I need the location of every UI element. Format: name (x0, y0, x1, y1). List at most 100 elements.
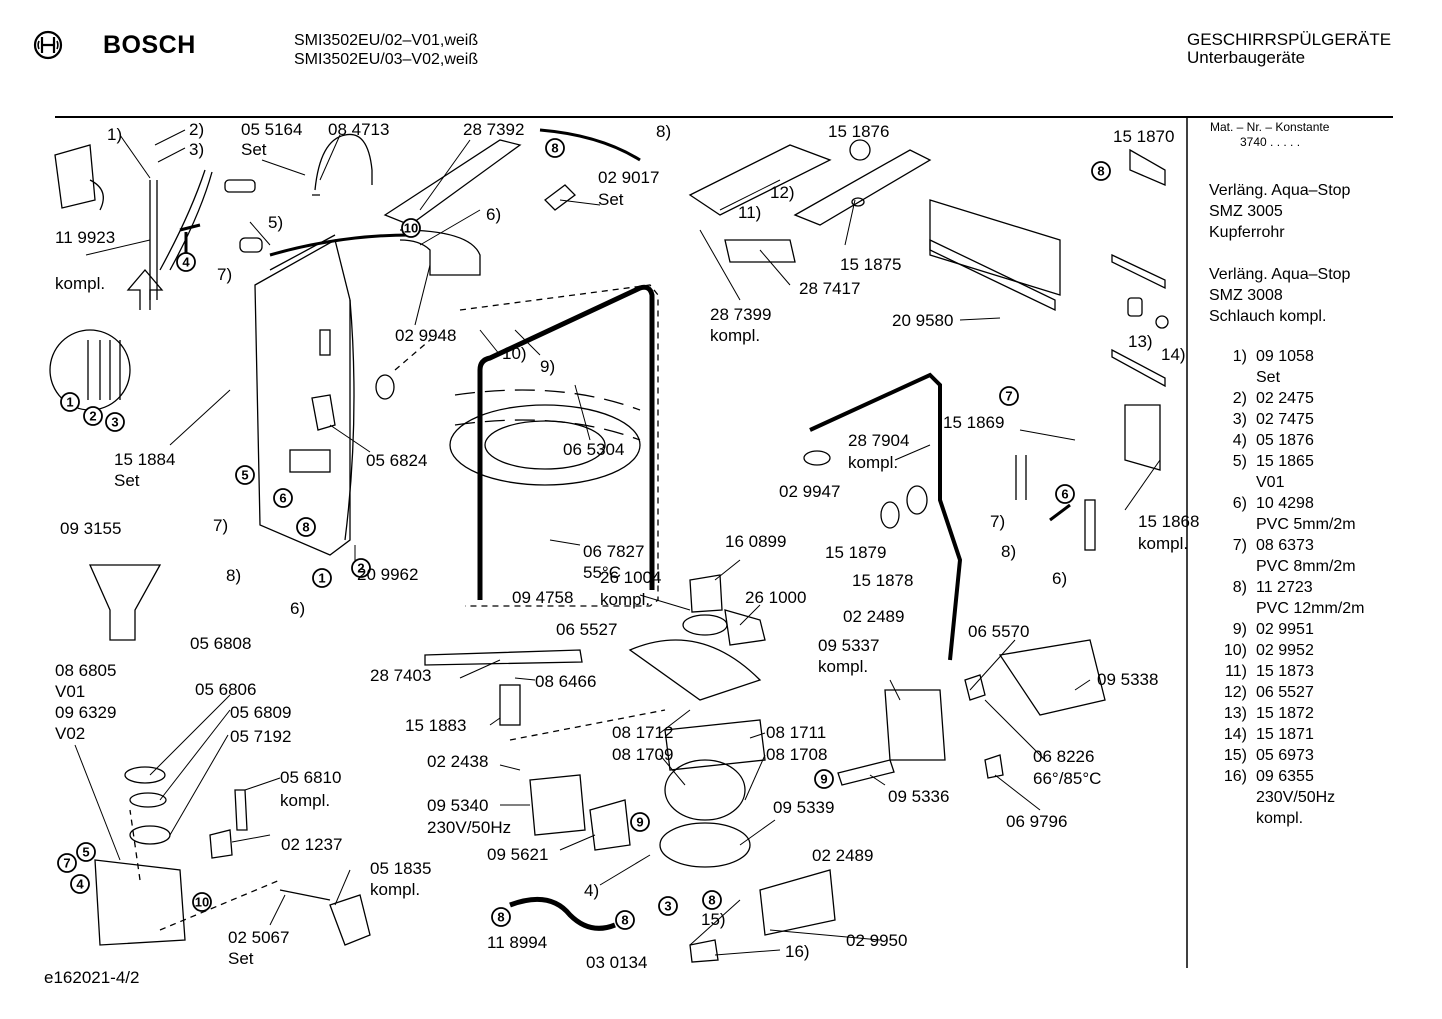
leader (74, 744, 121, 861)
callout-label: kompl. (55, 274, 105, 293)
circled-ref-icon: 8 (296, 517, 316, 537)
circle-marker (630, 812, 650, 832)
pump-09-5621 (589, 799, 631, 851)
sump-09-5337 (884, 689, 946, 761)
leader (1019, 429, 1076, 441)
part-key: 12) (1223, 684, 1247, 701)
leader (1074, 679, 1091, 691)
callout-label: 7) (990, 512, 1005, 531)
callout-label: 06 8226 (1033, 747, 1094, 766)
leader (574, 384, 591, 441)
callout-label: 15 1876 (828, 122, 889, 141)
circled-ref-number: 8 (1097, 164, 1104, 179)
circled-ref-number: 2 (357, 561, 364, 576)
leader (714, 949, 781, 956)
circled-ref-icon: 3 (658, 896, 678, 916)
part-number: 15 1865 (1256, 453, 1314, 470)
tub-sump-ellipse (449, 404, 641, 486)
part-note: PVC 5mm/2m (1256, 516, 1356, 533)
water-pipe-09-4758 (477, 284, 655, 600)
callout-label: 15 1875 (840, 255, 901, 274)
callout-label: 15 1883 (405, 716, 466, 735)
heater-block (94, 859, 186, 946)
callout-label: 09 3155 (60, 519, 121, 538)
callout-label: 08 6805 (55, 661, 116, 680)
leader (231, 834, 271, 843)
part-05-6973 (689, 939, 719, 963)
seal-02-9947 (803, 450, 831, 466)
part-05-5164 (224, 179, 256, 193)
leader (659, 754, 686, 786)
circled-ref-icon: 1 (60, 392, 80, 412)
leader (419, 209, 481, 246)
leader (889, 679, 901, 701)
circled-ref-icon: 8 (1091, 161, 1111, 181)
note-2-line-2: SMZ 3008 (1209, 287, 1283, 304)
callout-label: 05 1835 (370, 859, 431, 878)
circled-ref-icon: 8 (702, 890, 722, 910)
mat-number-label: Mat. – Nr. – Konstante (1210, 120, 1330, 134)
callout-label: 3) (189, 140, 204, 159)
part-note: V01 (1256, 474, 1285, 491)
parts-list-row: 7)08 6373 (1217, 535, 1364, 556)
upper-pipe-28-7399 (688, 144, 832, 216)
callout-label: 02 2489 (843, 607, 904, 626)
parts-list-row: 11)15 1873 (1217, 661, 1364, 682)
part-number: 11 2723 (1256, 579, 1313, 596)
callout-label: 230V/50Hz (427, 818, 511, 837)
part-number: 05 1876 (1256, 432, 1314, 449)
callout-label: 06 9796 (1006, 812, 1067, 831)
circle-marker (351, 558, 371, 578)
circled-ref-icon: 4 (70, 874, 90, 894)
leader (249, 221, 271, 246)
part-note: kompl. (1256, 810, 1304, 827)
drain-pump-09-6355 (759, 869, 836, 936)
circled-ref-number: 8 (621, 913, 628, 928)
part-key: 6) (1232, 495, 1247, 512)
callout-label: Set (114, 471, 140, 490)
circle-marker (60, 392, 80, 412)
leader (549, 539, 581, 546)
panel-15-1868 (1124, 404, 1161, 471)
circle-marker (615, 910, 635, 930)
leader (514, 329, 541, 356)
callout-label: 02 9947 (779, 482, 840, 501)
part-key: 13) (1223, 705, 1247, 722)
part-note: Set (1256, 369, 1281, 386)
callout-label: 08 1708 (766, 745, 827, 764)
circle-marker (273, 488, 293, 508)
parts-list-row: 10)02 9952 (1217, 640, 1364, 661)
callout-label: 08 1711 (766, 723, 826, 742)
part-15-1883 (499, 684, 521, 726)
mat-number-value: 3740 . . . . . (1240, 135, 1301, 149)
leader (719, 179, 781, 211)
callout-label: 28 7417 (799, 279, 860, 298)
callout-label: 08 1709 (612, 745, 673, 764)
leader (1124, 459, 1161, 511)
circled-ref-icon: 8 (491, 907, 511, 927)
circled-ref-number: 9 (636, 815, 643, 830)
callout-label: 4) (584, 881, 599, 900)
circle-marker (57, 853, 77, 873)
part-02-9017 (544, 184, 576, 211)
part-number: 02 7475 (1256, 411, 1314, 428)
parts-list-row: 15)05 6973 (1217, 745, 1364, 766)
note-1-line-2: SMZ 3005 (1209, 203, 1283, 220)
note-1-line-3: Kupferrohr (1209, 224, 1285, 241)
leader (599, 854, 651, 886)
seal-15-1879 (880, 501, 900, 529)
circle-marker (1055, 484, 1075, 504)
upper-pipe (269, 233, 411, 257)
leader (269, 894, 286, 926)
callout-label: Set (228, 949, 254, 968)
callout-label: 05 6806 (195, 680, 256, 699)
part-number: 15 1871 (1256, 726, 1314, 743)
circle-marker (83, 406, 103, 426)
circled-ref-icon: 4 (176, 252, 196, 272)
thermostat-06-8226 (964, 674, 986, 701)
sensor-06-9796 (984, 754, 1004, 779)
circle-marker (312, 568, 332, 588)
callout-label: 05 6810 (280, 768, 341, 787)
seal-05-6806 (129, 792, 167, 808)
rail-20-9580 (929, 199, 1061, 296)
